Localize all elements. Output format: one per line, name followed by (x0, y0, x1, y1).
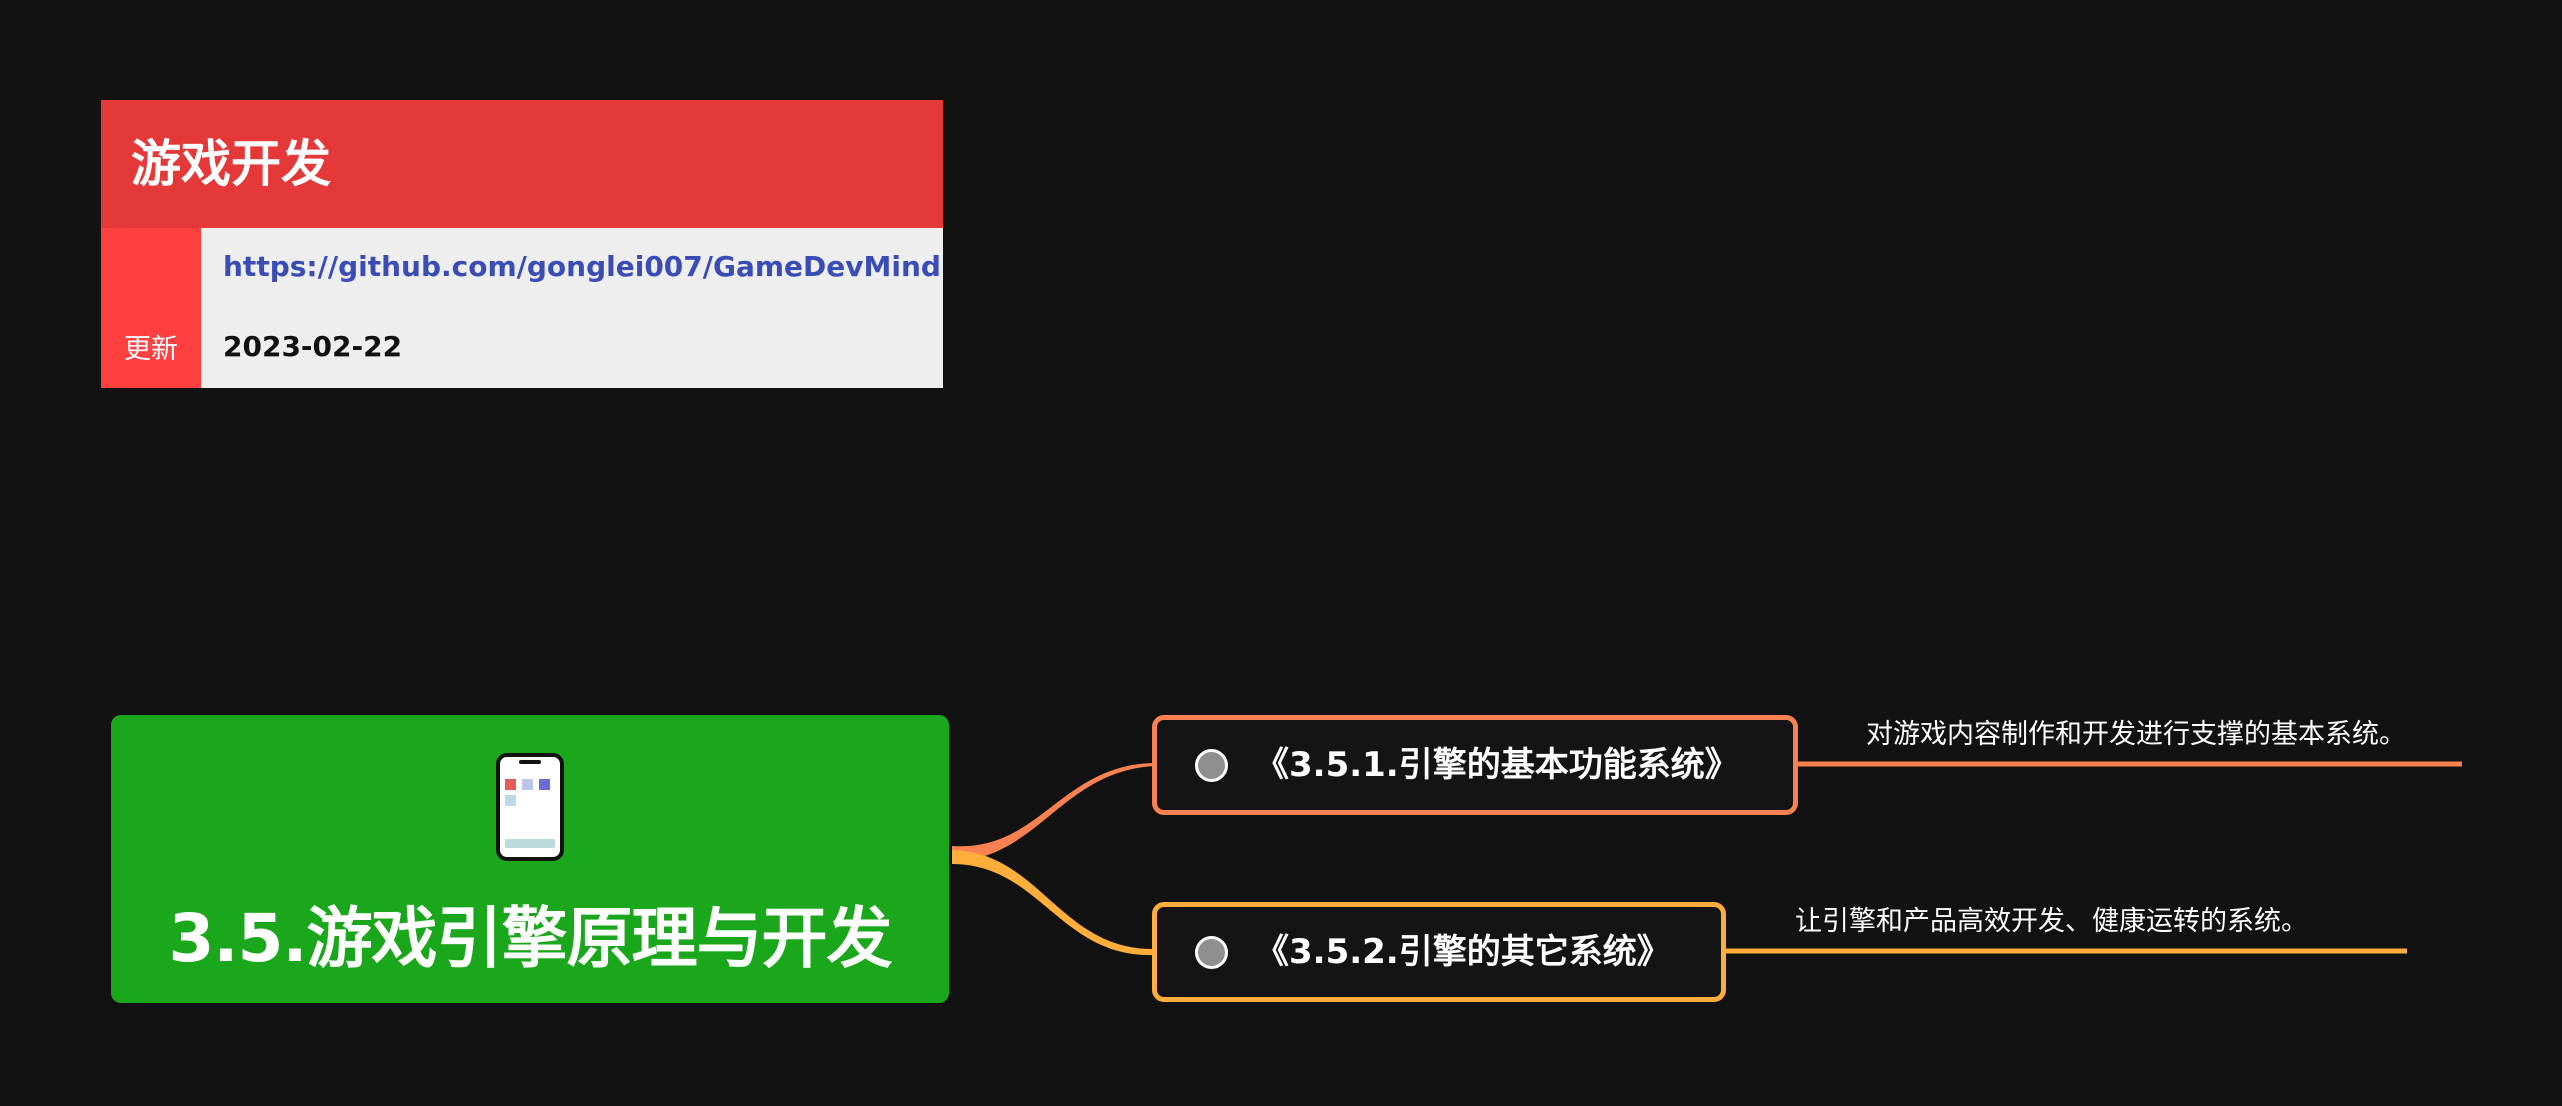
branch-label: 《3.5.1.引擎的基本功能系统》 (1255, 745, 1739, 785)
branch-node-engine-basic-systems[interactable]: 《3.5.1.引擎的基本功能系统》 (1152, 715, 1798, 815)
smartphone-icon (496, 753, 564, 861)
github-link[interactable]: https://github.com/gonglei007/GameDevMin… (223, 250, 941, 283)
header-card-side: 更新 (101, 228, 201, 388)
update-date: 2023-02-22 (223, 330, 403, 363)
branch-label: 《3.5.2.引擎的其它系统》 (1255, 932, 1671, 972)
node-marker-icon (1195, 936, 1228, 969)
update-label: 更新 (124, 334, 178, 365)
connector-branch-1 (952, 763, 1156, 862)
header-card-body: https://github.com/gonglei007/GameDevMin… (201, 228, 943, 388)
root-node[interactable]: 3.5.游戏引擎原理与开发 (111, 715, 949, 1003)
branch-note: 对游戏内容制作和开发进行支撑的基本系统。 (1866, 719, 2406, 750)
header-card-title: 游戏开发 (101, 100, 943, 228)
branch-node-engine-other-systems[interactable]: 《3.5.2.引擎的其它系统》 (1152, 902, 1726, 1002)
node-marker-icon (1195, 749, 1228, 782)
branch-note: 让引擎和产品高效开发、健康运转的系统。 (1795, 906, 2308, 937)
header-card: 游戏开发 更新 https://github.com/gonglei007/Ga… (101, 100, 943, 388)
root-title: 3.5.游戏引擎原理与开发 (168, 900, 893, 977)
connector-branch-2 (952, 850, 1154, 956)
